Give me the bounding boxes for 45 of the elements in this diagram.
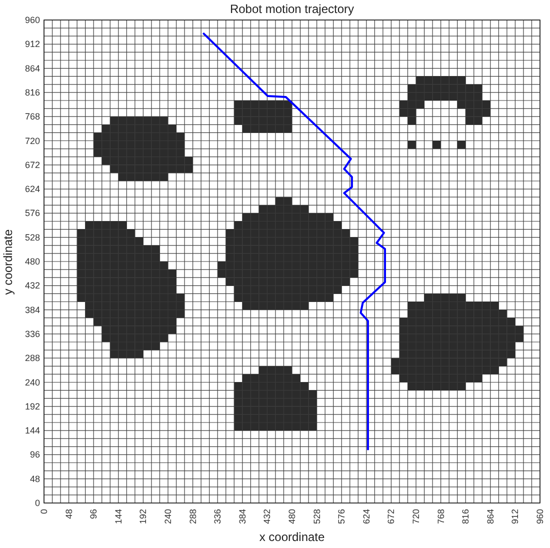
y-tick-label: 528 (24, 232, 40, 242)
x-tick-label: 48 (64, 509, 74, 520)
x-tick-label: 672 (386, 509, 396, 524)
x-tick-label: 288 (188, 509, 198, 524)
y-tick-label: 624 (24, 184, 40, 194)
x-tick-label: 192 (138, 509, 148, 524)
y-tick-label: 768 (24, 112, 40, 122)
y-tick-label: 576 (24, 208, 40, 218)
x-tick-label: 864 (485, 509, 496, 524)
y-axis-label: y coordinate (1, 228, 15, 297)
x-tick-label: 624 (361, 509, 372, 524)
x-tick-label: 96 (88, 509, 99, 520)
x-tick-label: 384 (237, 509, 248, 524)
y-tick-label: 960 (24, 15, 40, 25)
x-tick-label: 432 (262, 509, 272, 524)
x-tick-label: 528 (312, 509, 322, 524)
x-tick-label: 576 (336, 509, 347, 524)
x-axis-label: x coordinate (258, 530, 326, 544)
y-tick-label: 240 (24, 377, 40, 388)
y-tick-label: 336 (24, 328, 40, 339)
x-tick-label: 0 (39, 509, 49, 514)
chart-title: Robot motion trajectory (228, 2, 356, 16)
y-tick-label: 96 (30, 450, 40, 460)
x-tick-label: 144 (113, 509, 124, 524)
x-tick-label: 816 (460, 509, 471, 524)
x-tick-label: 480 (287, 509, 297, 524)
y-tick-label: 48 (30, 474, 40, 484)
x-tick-label: 720 (411, 509, 421, 524)
y-tick-label: 192 (24, 401, 40, 412)
x-tick-label: 240 (163, 509, 173, 524)
x-tick-label: 960 (535, 509, 545, 524)
y-tick-label: 432 (24, 280, 40, 291)
y-tick-label: 480 (24, 256, 40, 266)
y-tick-label: 816 (24, 87, 40, 98)
y-tick-label: 864 (24, 63, 40, 74)
y-tick-label: 912 (24, 39, 40, 50)
x-tick-label: 336 (212, 509, 223, 524)
y-tick-label: 144 (24, 426, 40, 436)
y-tick-label: 384 (24, 304, 40, 315)
x-tick-label: 912 (510, 509, 520, 524)
y-tick-label: 672 (24, 160, 40, 170)
y-tick-label: 720 (24, 136, 40, 146)
y-tick-label: 288 (24, 353, 40, 364)
y-tick-label: 0 (34, 498, 40, 508)
x-tick-label: 768 (436, 509, 446, 524)
